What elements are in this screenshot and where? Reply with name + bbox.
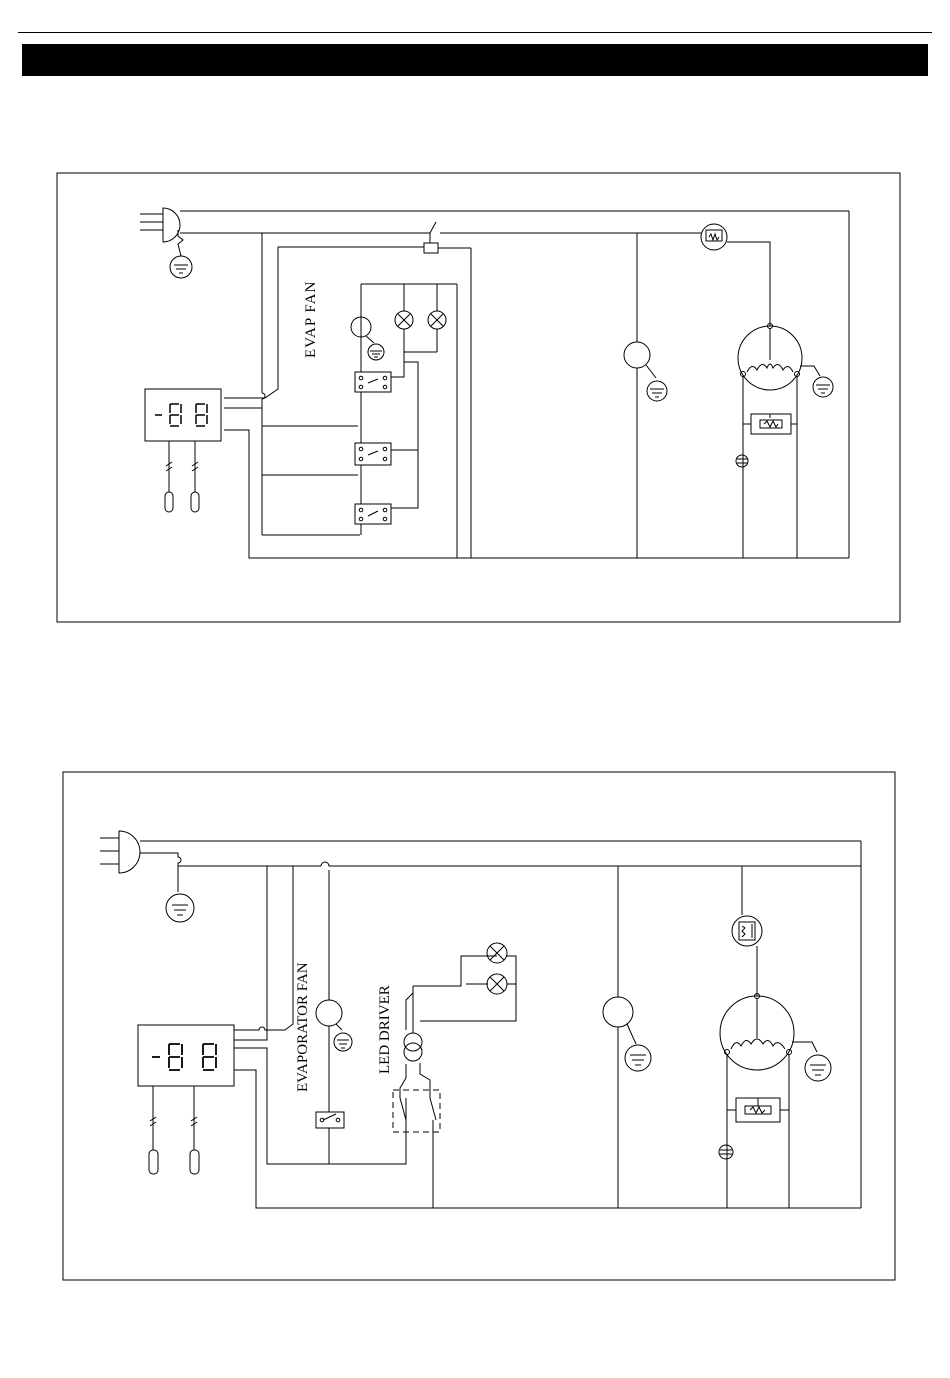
condenser-fan-motor-icon bbox=[624, 342, 667, 401]
wiring-diagram-1: EVAP FAN bbox=[0, 0, 950, 640]
temp-probe-icon-3 bbox=[149, 1086, 158, 1174]
evaporator-fan-label: EVAPORATOR FAN bbox=[295, 962, 311, 1092]
ground-icon-compressor-2 bbox=[805, 1055, 831, 1081]
door-switch-dual-icon bbox=[393, 1090, 440, 1208]
capacitor-icon-2 bbox=[719, 1145, 733, 1159]
ptc-starter-icon bbox=[751, 414, 791, 434]
evap-fan-label: EVAP FAN bbox=[303, 281, 319, 358]
seven-segment-display-2 bbox=[152, 1044, 216, 1070]
led-driver-label: LED DRIVER bbox=[377, 985, 393, 1074]
ptc-starter-icon-2 bbox=[736, 1098, 780, 1122]
ground-icon-plug-2 bbox=[166, 866, 194, 922]
diagram-2-frame bbox=[63, 772, 895, 1280]
lamp-icon-2 bbox=[404, 284, 446, 352]
temp-probe-icon-2 bbox=[191, 441, 199, 512]
capacitor-icon bbox=[736, 455, 748, 467]
temp-probe-icon-1 bbox=[165, 441, 173, 512]
seven-segment-display bbox=[155, 404, 207, 426]
overload-protector-icon bbox=[701, 224, 727, 250]
wiring-diagram-2: EVAPORATOR FAN LED DRIVER bbox=[0, 760, 950, 1300]
relay-icon-3 bbox=[355, 504, 391, 524]
temp-probe-icon-4 bbox=[190, 1086, 199, 1174]
led-driver-icon bbox=[404, 1033, 422, 1061]
evap-fan-motor-icon bbox=[351, 317, 384, 360]
diagram-1-frame bbox=[57, 173, 900, 622]
evaporator-fan-motor-icon bbox=[316, 1000, 352, 1051]
temperature-display-controller-2 bbox=[138, 1025, 234, 1086]
fan-switch-icon bbox=[316, 1112, 344, 1128]
compressor-motor-icon bbox=[738, 324, 802, 391]
ground-icon-plug bbox=[170, 230, 192, 278]
lamp-icon-4 bbox=[487, 974, 507, 994]
relay-icon-2 bbox=[355, 443, 391, 465]
condenser-fan-motor-icon-2 bbox=[603, 997, 651, 1071]
relay-icon-1 bbox=[355, 372, 391, 392]
ground-icon-compressor bbox=[813, 377, 833, 397]
overload-protector-icon-2 bbox=[732, 916, 762, 946]
power-plug-icon-2 bbox=[100, 831, 140, 873]
compressor-motor-icon-2 bbox=[720, 994, 794, 1071]
lamp-icon-1 bbox=[395, 284, 413, 362]
door-switch-icon bbox=[424, 222, 438, 253]
power-plug-icon bbox=[140, 208, 180, 242]
lamp-icon-3 bbox=[487, 943, 507, 963]
